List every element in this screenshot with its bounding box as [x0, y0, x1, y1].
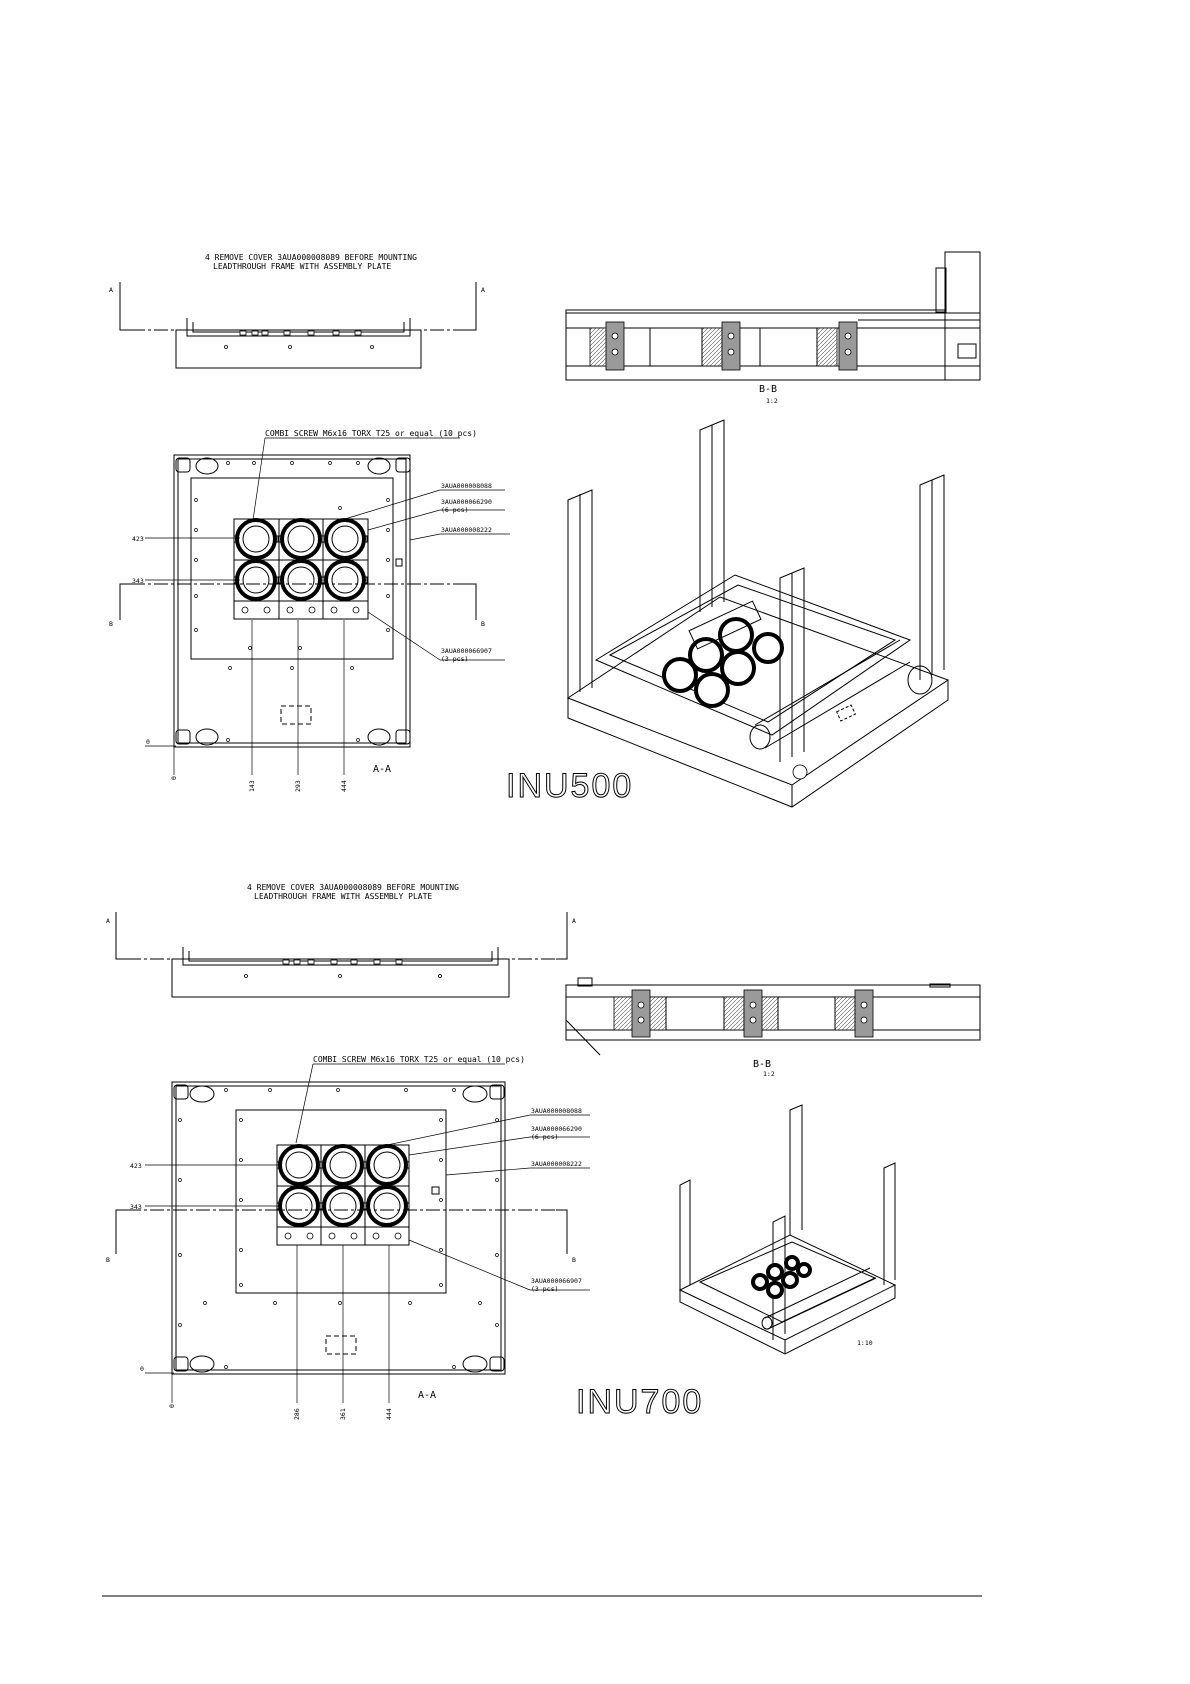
inu500-section-bb-label: B-B	[759, 384, 777, 395]
inu700-isometric-view: 1:10	[678, 1104, 897, 1355]
inu500-part4: 3AUA000066907	[441, 647, 492, 655]
inu500-note-line2: LEADTHROUGH FRAME WITH ASSEMBLY PLATE	[213, 262, 391, 271]
inu700-dim-bottom-2: 361	[339, 1408, 347, 1420]
inu500-section-aa-label: A-A	[373, 764, 391, 775]
inu500-section-a-right: A	[481, 286, 485, 294]
inu700-section-b-right: B	[572, 1256, 576, 1264]
inu500-part2: 3AUA000066290	[441, 498, 492, 506]
inu700-dim-423: 423	[130, 1162, 142, 1170]
inu700-part2: 3AUA000066290	[531, 1125, 582, 1133]
inu700-dim-zero: 0	[140, 1365, 144, 1373]
inu500-part3: 3AUA000008222	[441, 526, 492, 534]
inu700-section-a-view: 4 REMOVE COVER 3AUA000008089 BEFORE MOUN…	[106, 883, 576, 998]
inu700-part4-qty: (3 pcs)	[531, 1285, 558, 1293]
inu500-dim-423: 423	[132, 535, 144, 543]
inu700-section-bb-label: B-B	[753, 1059, 771, 1070]
inu700-iso-label: 1:10	[857, 1339, 873, 1347]
inu500-section-bb-scale: 1:2	[766, 397, 778, 405]
inu700-note-line2: LEADTHROUGH FRAME WITH ASSEMBLY PLATE	[254, 892, 432, 901]
inu500-model-label: INU500	[506, 767, 633, 805]
inu700-part4: 3AUA000066907	[531, 1277, 582, 1285]
inu700-section-b-left: B	[106, 1256, 110, 1264]
inu700-part1: 3AUA000008088	[531, 1107, 582, 1115]
inu500-combi-screw-label: COMBI SCREW M6x16 TORX T25 or equal (10 …	[265, 429, 477, 438]
inu500-section-bb-view: B-B 1:2	[565, 251, 981, 405]
inu700-part3: 3AUA000008222	[531, 1160, 582, 1168]
inu700-section-a-left: A	[106, 917, 110, 925]
inu500-part4-qty: (3 pcs)	[441, 655, 468, 663]
inu700-dim-bottom-1: 286	[293, 1408, 301, 1420]
inu700-dim-bottom-3: 444	[385, 1408, 393, 1420]
inu500-dim-343: 343	[132, 577, 144, 585]
inu500-part1: 3AUA000008088	[441, 482, 492, 490]
inu500-plan-view: COMBI SCREW M6x16 TORX T25 or equal (10 …	[109, 429, 633, 806]
inu700-section-bb-scale: 1:2	[763, 1070, 775, 1078]
inu500-part2-qty: (6 pcs)	[441, 506, 468, 514]
inu500-dim-bottom-0: 0	[170, 776, 178, 780]
inu700-section-a-right: A	[572, 917, 576, 925]
inu700-part2-qty: (6 pcs)	[531, 1133, 558, 1141]
inu700-dim-343: 343	[130, 1203, 142, 1211]
inu500-section-a-left: A	[109, 286, 113, 294]
inu500-isometric-view	[566, 419, 950, 808]
inu700-section-bb-view: B-B 1:2	[565, 977, 981, 1078]
inu500-section-b-left: B	[109, 620, 113, 628]
inu500-dim-bottom-3: 444	[340, 780, 348, 792]
inu500-dim-zero: 0	[146, 738, 150, 746]
inu700-note-line1: 4 REMOVE COVER 3AUA000008089 BEFORE MOUN…	[247, 883, 459, 892]
inu700-combi-screw-label: COMBI SCREW M6x16 TORX T25 or equal (10 …	[313, 1055, 525, 1064]
inu700-dim-bottom-0: 0	[168, 1404, 176, 1408]
inu500-section-b-right: B	[481, 620, 485, 628]
inu500-note-line1: 4 REMOVE COVER 3AUA000008089 BEFORE MOUN…	[205, 253, 417, 262]
inu700-section-aa-label: A-A	[418, 1390, 436, 1401]
inu700-model-label: INU700	[576, 1383, 703, 1421]
inu700-plan-view: COMBI SCREW M6x16 TORX T25 or equal (10 …	[106, 1055, 703, 1422]
inu500-dim-bottom-2: 293	[294, 780, 302, 792]
inu500-dim-bottom-1: 143	[248, 780, 256, 792]
inu500-section-a-view: 4 REMOVE COVER 3AUA000008089 BEFORE MOUN…	[109, 253, 485, 369]
